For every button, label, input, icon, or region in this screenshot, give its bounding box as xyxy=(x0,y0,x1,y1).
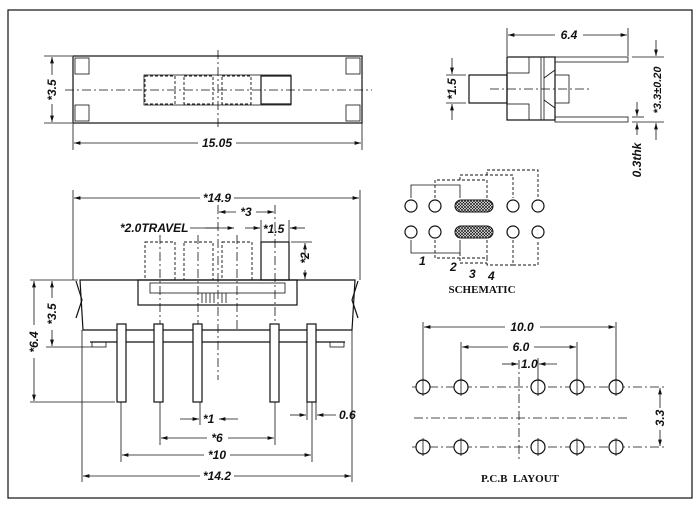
pcb-offset-1-dim: 1.0 xyxy=(521,357,538,371)
schematic-position-3: 3 xyxy=(469,267,476,281)
schematic-position-2: 2 xyxy=(449,260,457,274)
pcb-layout: 10.0 6.0 1.0 3.3 P.C.B LAYOUT xyxy=(412,320,667,485)
pcb-span-6-dim: 6.0 xyxy=(513,340,530,354)
overall-width-dim: *14.9 xyxy=(203,191,231,205)
pin-thickness-dim: 0.3thk xyxy=(630,141,644,177)
knob-width-dim: *1.5 xyxy=(263,222,285,236)
pcb-span-10-dim: 10.0 xyxy=(510,320,534,334)
travel-dim: *2.0TRAVEL xyxy=(120,221,188,235)
schematic-position-1: 1 xyxy=(419,254,426,268)
pcb-layout-title: P.C.B LAYOUT xyxy=(481,473,560,485)
top-height-dim: *3.5 xyxy=(45,79,59,101)
pin-width-dim: 0.6 xyxy=(339,408,356,422)
knob-height-dim: *2 xyxy=(298,252,312,264)
schematic-title: SCHEMATIC xyxy=(448,284,515,296)
pin-span-10-dim: *10 xyxy=(208,448,226,462)
side-view: 6.4 *1.5 *3.3±0.20 0.3thk xyxy=(445,28,664,177)
base-width-dim: *14.2 xyxy=(203,469,231,483)
pin-span-6-dim: *6 xyxy=(211,431,223,445)
pitch-3-dim: *3 xyxy=(240,205,252,219)
schematic: 1 2 3 4 SCHEMATIC xyxy=(404,169,545,296)
schematic-position-4: 4 xyxy=(487,269,495,283)
pin-offset-dim: *1 xyxy=(203,412,215,426)
body-height-dim: *3.5 xyxy=(45,303,59,325)
side-depth-dim: 6.4 xyxy=(561,28,578,42)
top-width-dim: 15.05 xyxy=(202,136,232,150)
top-view: 15.05 *3.5 xyxy=(44,50,372,150)
pcb-row-spacing-dim: 3.3 xyxy=(653,409,667,426)
pin-spacing-dim: *3.3±0.20 xyxy=(652,66,664,114)
side-knob-dim: *1.5 xyxy=(445,78,459,100)
front-view: *14.9 *3 *2.0TRAVEL *1.5 *2 *6.4 *3.5 *1 xyxy=(27,190,361,483)
total-height-dim: *6.4 xyxy=(27,331,41,353)
pins xyxy=(116,323,317,403)
drawing-frame xyxy=(7,9,693,499)
